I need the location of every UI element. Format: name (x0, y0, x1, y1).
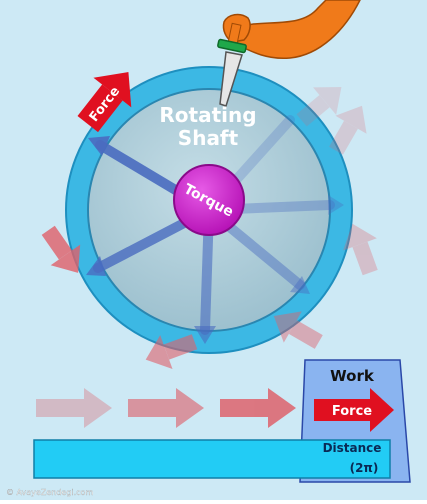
shaft-label-line2: Shaft (178, 126, 239, 150)
spoke-arrowhead (88, 136, 110, 156)
spoke-arrowhead (86, 256, 106, 276)
knife-blade (219, 51, 243, 107)
work-force-label: Force (332, 404, 372, 419)
linear-force-arrow (128, 388, 204, 428)
linear-force-arrow (36, 388, 112, 428)
force-arrow: Force (77, 72, 132, 133)
hand-with-knife (217, 0, 361, 107)
faded-force-arrow (145, 334, 198, 369)
work-title: Work (330, 367, 375, 385)
knife-guard (217, 38, 247, 54)
faded-force-arrows (41, 87, 378, 369)
arm (234, 0, 361, 60)
shaft-label-line1: Rotating (159, 103, 256, 127)
watermark: © AvayeZendegi.com (6, 488, 93, 497)
faded-force-arrow (273, 311, 323, 349)
distance-label: Distance (323, 441, 382, 455)
linear-force-arrows (36, 388, 296, 428)
distance-value: (2π) (350, 461, 379, 475)
distance-bar (33, 439, 391, 479)
faded-force-arrow (329, 105, 367, 155)
faded-force-arrow (41, 225, 81, 273)
torque-hub (173, 164, 245, 236)
faded-force-arrow (296, 87, 342, 127)
spoke-arrowhead (194, 326, 216, 344)
spoke-arrowhead (290, 276, 310, 294)
spoke-arrowhead (328, 195, 344, 215)
linear-force-arrow (220, 388, 296, 428)
faded-force-arrow (343, 223, 378, 276)
work-force-arrow: Force (314, 388, 394, 432)
